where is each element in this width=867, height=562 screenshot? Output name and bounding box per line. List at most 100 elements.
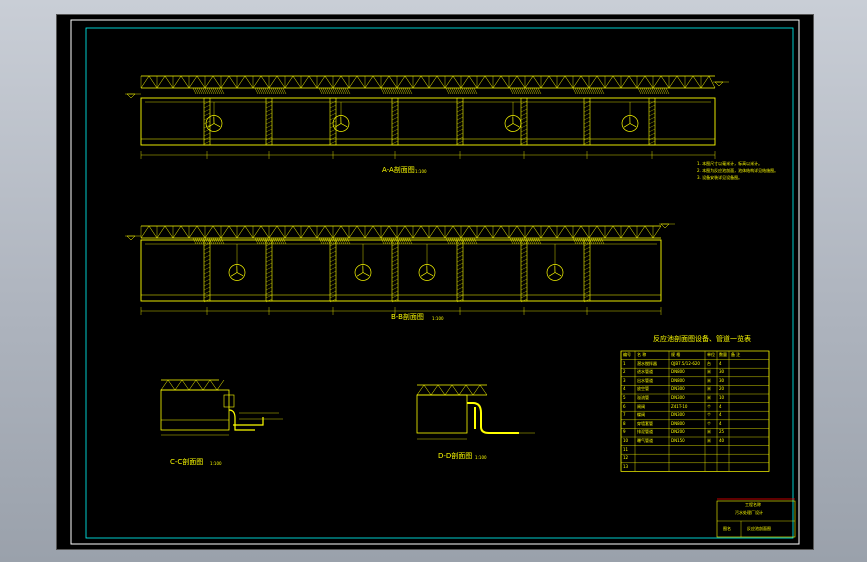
bb-truss-diagonal: [140, 225, 150, 239]
aa-wall-hatch: [265, 112, 273, 117]
bb-beam-hatch: [396, 237, 401, 245]
aa-wall-hatch: [329, 100, 337, 105]
aa-beam-hatch: [594, 87, 599, 95]
table-header-cell: 编号: [623, 352, 631, 357]
aa-truss-diagonal: [340, 75, 350, 89]
bb-beam-hatch: [513, 237, 518, 245]
aa-truss-diagonal: [140, 75, 150, 89]
aa-truss-diagonal: [524, 75, 534, 89]
bb-beam-hatch: [268, 237, 273, 245]
aa-beam-hatch: [404, 87, 409, 95]
bb-wall-hatch: [265, 274, 273, 279]
bb-wall-hatch: [583, 290, 591, 295]
bb-mixer-blade: [236, 272, 244, 277]
bb-beam-hatch: [324, 237, 329, 245]
bb-truss-diagonal: [612, 225, 622, 239]
aa-truss-diagonal: [500, 75, 510, 89]
aa-mixer-blade: [340, 123, 348, 128]
aa-beam-hatch: [386, 87, 391, 95]
bb-wall-hatch: [583, 274, 591, 279]
bb-beam-hatch: [280, 237, 285, 245]
aa-beam-hatch: [282, 87, 287, 95]
bb-beam-hatch: [196, 237, 201, 245]
bb-wall-hatch: [520, 258, 528, 263]
bb-partition-wall: [203, 239, 211, 302]
section-title-bb: B-B剖面图: [391, 313, 424, 321]
aa-mixer-blade: [334, 123, 342, 128]
table-cell: 个: [707, 403, 711, 409]
aa-beam-hatch: [459, 87, 464, 95]
aa-beam-hatch: [214, 87, 219, 95]
table-cell: 7: [623, 412, 626, 418]
cc-truss-diagonal: [167, 379, 176, 391]
aa-partition-wall: [456, 97, 464, 146]
bb-wall-hatch: [583, 278, 591, 283]
table-cell: 穿墙套管: [637, 420, 653, 426]
aa-truss-diagonal: [492, 75, 502, 89]
bb-beam-hatch: [394, 237, 399, 245]
aa-beam-hatch: [194, 87, 199, 95]
table-header-cell: 备 注: [731, 352, 741, 357]
bb-mixer-blade: [362, 272, 370, 277]
bb-beam-hatch: [392, 237, 397, 245]
aa-beam-hatch: [598, 87, 603, 95]
section-scale-aa: 1:100: [415, 169, 427, 174]
title-block-project: 工程名称: [745, 502, 761, 507]
bb-wall-hatch: [329, 286, 337, 291]
bb-truss-diagonal: [444, 225, 454, 239]
aa-wall-hatch: [583, 116, 591, 121]
bb-wall-hatch: [583, 254, 591, 259]
bb-truss-diagonal: [524, 225, 534, 239]
aa-beam-hatch: [467, 87, 472, 95]
bb-wall-hatch: [265, 258, 273, 263]
bb-wall-hatch: [203, 242, 211, 247]
table-cell: 10: [623, 438, 629, 443]
aa-truss-diagonal: [476, 75, 486, 89]
table-cell: 13: [623, 463, 629, 469]
bb-mixer-blade: [548, 272, 556, 277]
bb-beam-hatch: [220, 237, 225, 245]
aa-beam-hatch: [210, 87, 215, 95]
aa-beam-hatch: [402, 87, 407, 95]
bb-wall-hatch: [456, 278, 464, 283]
aa-wall-hatch: [583, 108, 591, 113]
table-cell: 米: [707, 429, 711, 435]
bb-truss-diagonal: [244, 225, 254, 239]
aa-beam-hatch: [529, 87, 534, 95]
bb-truss-diagonal: [420, 225, 430, 239]
bb-beam-hatch: [594, 237, 599, 245]
drawing-viewport[interactable]: A-A剖面图 1:100 B-B剖面图 1:100 C-C剖面图 1:100 D…: [56, 14, 814, 550]
bb-beam-hatch: [346, 237, 351, 245]
aa-truss-diagonal: [268, 75, 278, 89]
aa-truss-diagonal: [620, 75, 630, 89]
aa-truss-diagonal: [436, 75, 446, 89]
table-cell: 30: [719, 377, 725, 383]
bb-truss-diagonal: [348, 225, 358, 239]
aa-truss-diagonal: [708, 75, 716, 89]
bb-truss-diagonal: [492, 225, 502, 239]
bb-truss-diagonal: [220, 225, 230, 239]
bb-truss-diagonal: [412, 225, 422, 239]
bb-beam-hatch: [344, 237, 349, 245]
aa-beam-hatch: [328, 87, 333, 95]
aa-truss-diagonal: [596, 75, 606, 89]
aa-truss-diagonal: [364, 75, 374, 89]
aa-truss-diagonal: [372, 75, 382, 89]
bb-beam-hatch: [192, 237, 197, 245]
aa-wall-hatch: [203, 136, 211, 141]
table-cell: 米: [707, 369, 711, 375]
bb-mixer-blade: [554, 272, 562, 277]
bb-wall-hatch: [329, 298, 337, 303]
bb-wall-hatch: [456, 242, 464, 247]
bb-wall-hatch: [456, 290, 464, 295]
bb-wall-hatch: [265, 270, 273, 275]
aa-mixer-blade: [629, 123, 637, 128]
aa-truss-diagonal: [444, 75, 454, 89]
bb-beam-hatch: [600, 237, 605, 245]
bb-partition-wall: [583, 239, 591, 302]
table-cell: 11: [623, 446, 629, 452]
table-cell: 溢流管: [637, 395, 649, 400]
bb-beam-hatch: [384, 237, 389, 245]
aa-beam-hatch: [465, 87, 470, 95]
bb-wall-hatch: [520, 290, 528, 295]
